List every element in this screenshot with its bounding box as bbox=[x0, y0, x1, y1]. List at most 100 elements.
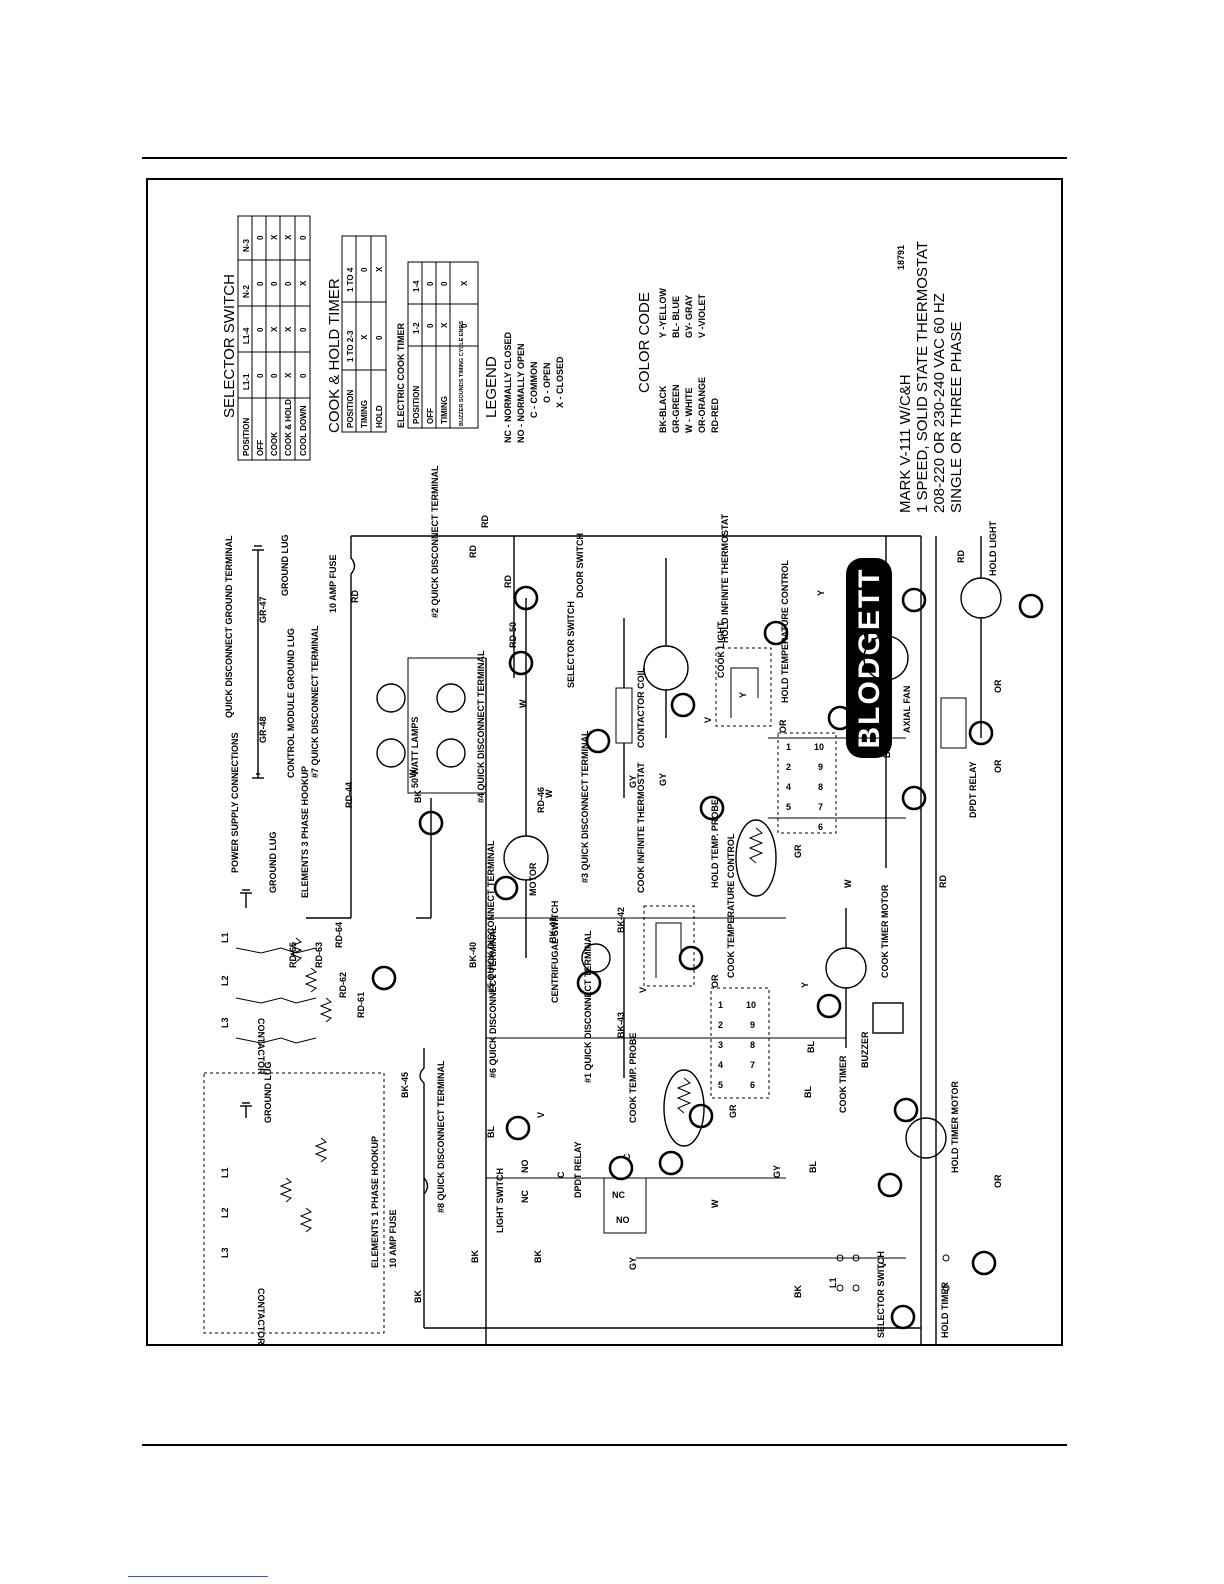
lbl-rd-61: RD-61 bbox=[356, 992, 366, 1018]
lbl-ground-lug-top: GROUND LUG bbox=[280, 535, 290, 597]
lbl-selector-switch: SELECTOR SWITCH bbox=[566, 601, 576, 688]
title-block: BLODGETT MARK V-111 W/C&H 1 SPEED, SOLID… bbox=[846, 241, 965, 758]
svg-text:1: 1 bbox=[786, 742, 791, 752]
lbl-rd-e: RD bbox=[938, 875, 948, 888]
lbl-rd-a: RD bbox=[480, 515, 490, 528]
lbl-l2-1ph: L2 bbox=[220, 1207, 230, 1218]
lbl-rd-b: RD bbox=[350, 590, 360, 603]
ss-h3: N-2 bbox=[242, 285, 251, 298]
lbl-rd-f: RD bbox=[956, 550, 966, 563]
lbl-l1-bottom: L1 bbox=[828, 1277, 838, 1288]
lbl-qd4: #4 QUICK DISCONNECT TERMINAL bbox=[476, 650, 486, 803]
lbl-l1-1ph: L1 bbox=[220, 1167, 230, 1178]
ss-r0-c4: 0 bbox=[256, 235, 265, 240]
ss-r3-c2: 0 bbox=[299, 327, 308, 332]
ect-r1-c0: TIMING bbox=[440, 396, 449, 424]
lbl-qd5: #5 QUICK DISCONNECT TERMINAL bbox=[486, 840, 496, 993]
cc-col1-0: BK-BLACK bbox=[658, 385, 668, 433]
lbl-fuse-top: 10 AMP FUSE bbox=[328, 554, 338, 613]
svg-text:4: 4 bbox=[718, 1060, 723, 1070]
svg-text:1: 1 bbox=[718, 1000, 723, 1010]
lbl-gy-c: GY bbox=[658, 773, 668, 786]
ect-title: ELECTRIC COOK TIMER bbox=[396, 323, 406, 428]
lbl-qd7: #7 QUICK DISCONNECT TERMINAL bbox=[310, 625, 320, 778]
lbl-axial-fan: AXIAL FAN bbox=[902, 686, 912, 733]
legend-item-0: NC - NORMALLY CLOSED bbox=[503, 331, 513, 443]
spec-line-2: 208-220 OR 230-240 VAC 60 HZ bbox=[931, 293, 948, 513]
lbl-hold-temp-control: HOLD TEMPERATURE CONTROL bbox=[780, 560, 790, 703]
ss-r0-c1: 0 bbox=[256, 373, 265, 378]
ch-h2: 1 TO 4 bbox=[346, 267, 355, 292]
lbl-elements-1ph: ELEMENTS 1 PHASE HOOKUP bbox=[370, 1136, 380, 1268]
lbl-qd3: #3 QUICK DISCONNECT TERMINAL bbox=[580, 730, 590, 883]
lbl-contactor-coil: CONTACTOR COIL bbox=[636, 667, 646, 748]
lbl-bl-e: BL bbox=[808, 1161, 818, 1173]
ss-r2-c0: COOK & HOLD bbox=[284, 399, 293, 456]
ss-r2-c3: 0 bbox=[284, 281, 293, 286]
ss-r3-c3: X bbox=[299, 280, 308, 286]
lbl-rd-62: RD-62 bbox=[338, 972, 348, 998]
ch-r0-c1: X bbox=[360, 334, 369, 340]
ect-h1: 1-2 bbox=[412, 322, 421, 334]
legend-title: LEGEND bbox=[483, 356, 500, 418]
lbl-no-a: NO bbox=[520, 1160, 530, 1174]
lbl-l3-1ph: L3 bbox=[220, 1247, 230, 1258]
lbl-l3: L3 bbox=[220, 1017, 230, 1028]
color-code-title: COLOR CODE bbox=[636, 292, 653, 393]
lbl-or-c: OR bbox=[993, 679, 1003, 693]
lbl-bk-40: BK-40 bbox=[468, 942, 478, 968]
ss-r1-c2: X bbox=[270, 326, 279, 332]
lbl-qd1: #1 QUICK DISCONNECT TERMINAL bbox=[583, 930, 593, 1083]
lbl-or-d: OR bbox=[993, 759, 1003, 773]
legend-item-2: C - COMMON bbox=[529, 362, 539, 419]
lbl-rd-c: RD bbox=[468, 545, 478, 558]
lbl-v-a: V bbox=[703, 717, 713, 723]
ss-r1-c1: 0 bbox=[270, 373, 279, 378]
footer-link-mark bbox=[128, 1576, 268, 1577]
svg-text:6: 6 bbox=[818, 822, 823, 832]
cc-col1-3: OR-ORANGE bbox=[697, 377, 707, 433]
svg-text:9: 9 bbox=[750, 1020, 755, 1030]
lbl-bk-41: BK-41 bbox=[548, 917, 558, 943]
cook-hold-timer-table: COOK & HOLD TIMER POSITION 1 TO 2-3 1 TO… bbox=[326, 235, 387, 433]
lbl-v-c: V bbox=[536, 1112, 546, 1118]
lbl-cook-timer: COOK TIMER bbox=[838, 1055, 848, 1113]
lbl-bk-43: BK-43 bbox=[616, 1012, 626, 1038]
lbl-y-a: Y bbox=[816, 590, 826, 596]
lbl-dpdt-relay-mid: DPDT RELAY bbox=[573, 1141, 583, 1198]
header-rule bbox=[142, 157, 1067, 159]
ch-r0-c2: 0 bbox=[360, 267, 369, 272]
wiring: 1 2 4 5 10 9 8 7 6 1 2 3 4 bbox=[203, 535, 1002, 1346]
lbl-centrifugal-switch: CENTRIFUGAL SWITCH bbox=[550, 901, 560, 1003]
lbl-bk-a: BK bbox=[413, 1290, 423, 1303]
ss-r1-c4: X bbox=[270, 234, 279, 240]
lbl-ground-lug-ps: GROUND LUG bbox=[268, 832, 278, 894]
lbl-bl-b: BL bbox=[803, 1086, 813, 1098]
lbl-bk-e: BK bbox=[413, 790, 423, 803]
lbl-gy-a: GY bbox=[772, 1165, 782, 1178]
model-text: MARK V-111 W/C&H bbox=[897, 374, 914, 513]
lbl-hold-timer: HOLD TIMER bbox=[940, 1282, 950, 1338]
lbl-or-e: OR bbox=[993, 1174, 1003, 1188]
ch-r1-c0: HOLD bbox=[375, 405, 384, 428]
lbl-selector-switch-bottom: SELECTOR SWITCH bbox=[876, 1251, 886, 1338]
lbl-cook-timer-motor: COOK TIMER MOTOR bbox=[880, 884, 890, 978]
lbl-rd-65: RD-65 bbox=[288, 942, 298, 968]
ect-h2: 1-4 bbox=[412, 280, 421, 292]
lbl-gr-48: GR-48 bbox=[258, 716, 268, 743]
ss-h4: N-3 bbox=[242, 239, 251, 252]
lbl-gy-d: GY bbox=[628, 1257, 638, 1270]
lbl-control-module-ground: CONTROL MODULE GROUND LUG bbox=[286, 628, 296, 778]
svg-text:4: 4 bbox=[786, 782, 791, 792]
svg-text:7: 7 bbox=[750, 1060, 755, 1070]
ss-r3-c0: COOL DOWN bbox=[299, 405, 308, 456]
ss-r2-c2: X bbox=[284, 326, 293, 332]
ch-r1-c2: X bbox=[375, 266, 384, 272]
lbl-hold-temp-probe: HOLD TEMP. PROBE bbox=[710, 799, 720, 888]
ect-r2-c1: 0 bbox=[460, 323, 469, 328]
svg-text:2: 2 bbox=[786, 762, 791, 772]
lbl-l1: L1 bbox=[220, 932, 230, 943]
svg-text:NO: NO bbox=[616, 1215, 630, 1225]
lbl-nc-a: NC bbox=[520, 1190, 530, 1203]
lbl-contactor-1ph: CONTACTOR bbox=[256, 1288, 266, 1345]
